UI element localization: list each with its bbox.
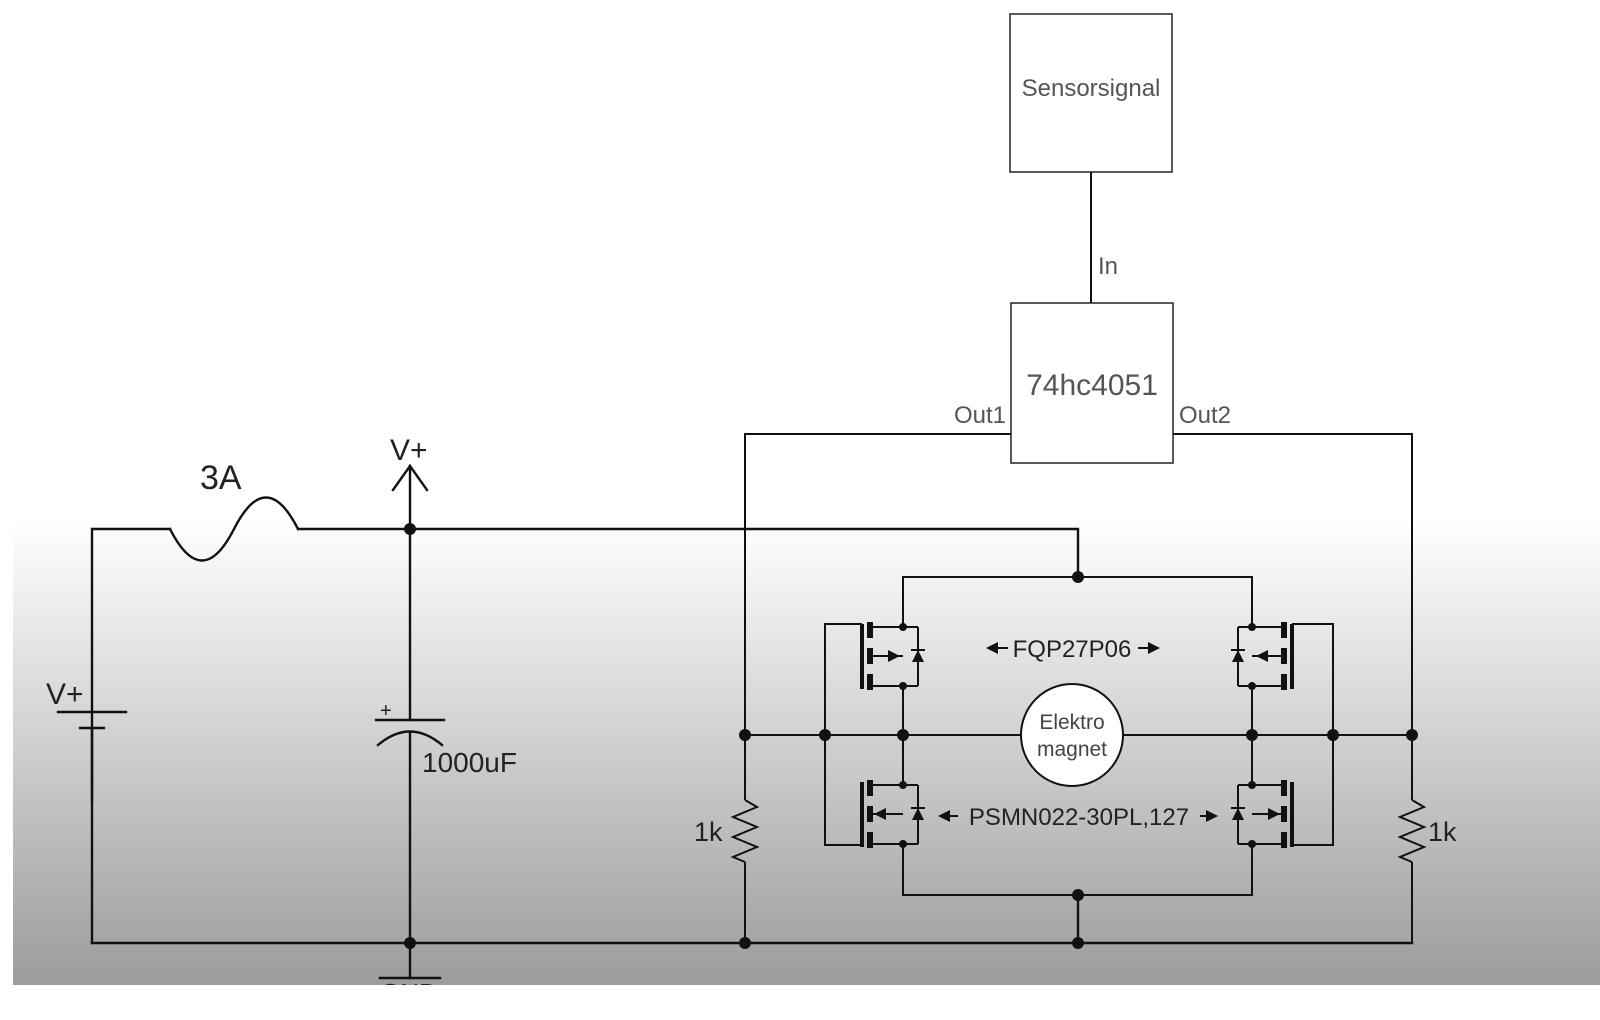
resistor-right <box>1397 799 1427 863</box>
resistor-left <box>730 799 760 863</box>
gnd-label: GND <box>380 978 438 1008</box>
out2-wire <box>1173 433 1413 735</box>
cap-polarity: + <box>380 700 392 722</box>
nmos-right <box>1231 780 1294 848</box>
bottom-margin <box>0 986 1600 1015</box>
sensor-block: Sensorsignal <box>1009 13 1173 173</box>
pmos-left <box>860 622 925 690</box>
top-rail-right <box>296 527 1080 579</box>
battery-label: V+ <box>46 678 84 711</box>
mux-label: 74hc4051 <box>1026 369 1158 402</box>
fuse-label: 3A <box>200 459 242 497</box>
gnd-junction-bridge <box>1072 937 1084 949</box>
nmos-part-text: PSMN022-30PL,127 <box>969 804 1189 831</box>
coil-label-line1: Elektro <box>1039 711 1104 734</box>
vplus-label: V+ <box>390 434 428 467</box>
pmos-part-label: FQP27P06 <box>986 636 1160 663</box>
background-gradient <box>13 520 1600 985</box>
nmos-part-label: PSMN022-30PL,127 <box>938 804 1218 831</box>
pmos-right <box>1231 622 1294 690</box>
mux-block: 74hc4051 <box>1010 302 1174 464</box>
resistor-left-label: 1k <box>694 817 723 847</box>
left-gate-loop <box>824 623 862 846</box>
electromagnet: Elektro magnet <box>1020 683 1124 787</box>
vplus-arrow <box>391 463 429 492</box>
resistor-right-label: 1k <box>1428 817 1457 847</box>
pmos-part-text: FQP27P06 <box>1013 636 1132 663</box>
top-bus-junction <box>1072 571 1084 583</box>
right-gate-loop <box>1292 623 1334 846</box>
sensor-label: Sensorsignal <box>1022 75 1161 102</box>
top-rail-left <box>90 527 172 803</box>
fuse-symbol <box>168 496 300 562</box>
out1-pin-label: Out1 <box>954 402 1006 429</box>
coil-label-line2: magnet <box>1037 738 1107 761</box>
in-pin-label: In <box>1098 253 1118 280</box>
cap-label: 1000uF <box>422 747 517 778</box>
out1-wire <box>744 433 1011 735</box>
nmos-left <box>860 780 925 848</box>
out2-pin-label: Out2 <box>1179 402 1231 429</box>
